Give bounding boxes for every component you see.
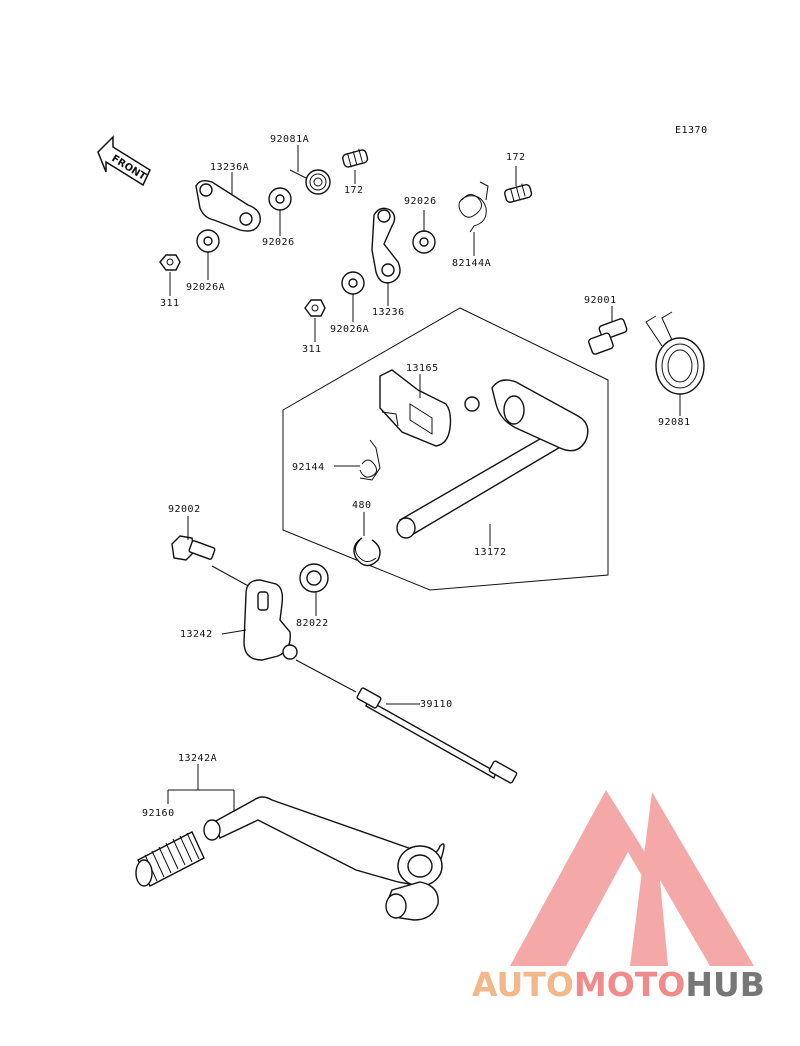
part-label: 172: [344, 185, 364, 196]
part-label: 92026A: [330, 324, 369, 335]
watermark-auto: AUTO: [472, 965, 574, 1004]
rod-39110-drawing: [295, 659, 518, 784]
spring-92081a-drawing: [289, 169, 331, 195]
part-label: 13236: [372, 307, 405, 318]
washer-92026a-drawing: [268, 187, 292, 211]
leader-lines: [167, 145, 681, 812]
circlip-480-drawing: [353, 537, 381, 567]
bolt-92001-drawing: [588, 318, 628, 355]
bolt-92002-drawing: [171, 535, 216, 561]
part-label: 82144A: [452, 258, 491, 269]
part-label: 82022: [296, 618, 329, 629]
part-label: 13172: [474, 547, 507, 558]
part-label: 172: [506, 152, 526, 163]
pedal-13242a-drawing: [203, 796, 445, 921]
part-label: 13242A: [178, 753, 217, 764]
spring-92081-drawing: [645, 311, 705, 395]
front-arrow-icon: FRONT: [97, 135, 151, 187]
rubber-92160-drawing: [135, 831, 205, 887]
part-label: 311: [302, 344, 322, 355]
seal-82022-drawing: [299, 563, 329, 593]
part-label: 92144: [292, 462, 325, 473]
spring-82144a-drawing: [458, 181, 489, 233]
part-label: 13165: [406, 363, 439, 374]
nut-311a-drawing: [159, 254, 181, 271]
part-label: 92081A: [270, 134, 309, 145]
part-label: 92026: [262, 237, 295, 248]
part-label: 92160: [142, 808, 175, 819]
nut-311b-drawing: [304, 299, 326, 317]
pin-172b-drawing: [504, 183, 533, 203]
assembly-frame: [282, 307, 609, 591]
spring-92144-drawing: [359, 439, 381, 481]
arm-13236a-drawing: [195, 179, 261, 232]
shaft-13172-drawing: [396, 379, 589, 539]
part-label: 92001: [584, 295, 617, 306]
arm-13236-drawing: [371, 207, 401, 284]
part-label: 311: [160, 298, 180, 309]
washer-92026b-drawing: [412, 230, 436, 254]
diagram-code: E1370: [675, 125, 708, 136]
part-label: 92002: [168, 504, 201, 515]
washer-92026Aa-drawing: [196, 229, 220, 253]
pin-172a-drawing: [342, 148, 369, 168]
part-label: 480: [352, 500, 372, 511]
plate-13165-drawing: [379, 369, 452, 447]
part-label: 13236A: [210, 162, 249, 173]
part-label: 39110: [420, 699, 453, 710]
part-label: 13242: [180, 629, 213, 640]
lever-13242-drawing: [243, 579, 298, 661]
watermark-moto: MOTO: [574, 965, 685, 1004]
watermark-text: AUTOMOTOHUB: [472, 965, 765, 1004]
part-label: 92081: [658, 417, 691, 428]
part-label: 92026: [404, 196, 437, 207]
watermark-hub: HUB: [685, 965, 765, 1004]
part-label: 92026A: [186, 282, 225, 293]
automotohub-logo: [510, 790, 754, 966]
washer-92026Ab-drawing: [341, 271, 365, 295]
